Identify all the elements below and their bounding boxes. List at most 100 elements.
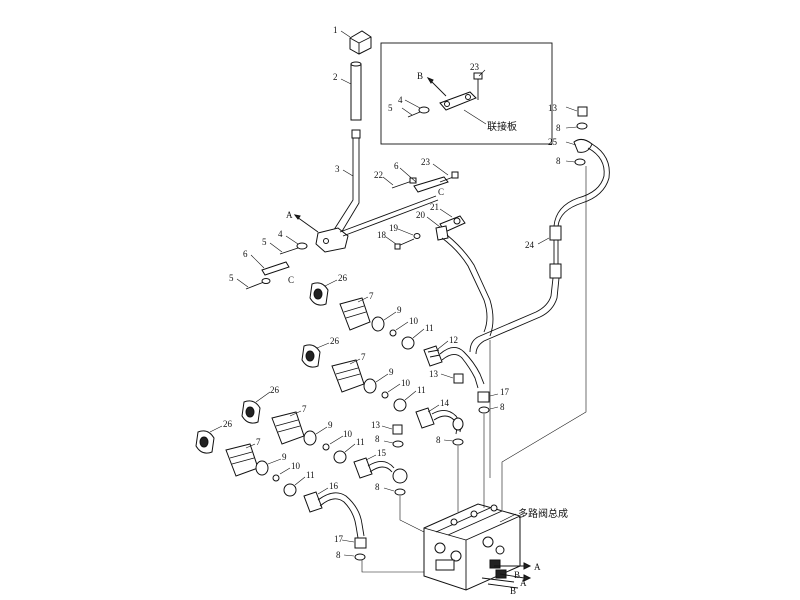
- callout-23: 23: [421, 157, 431, 167]
- fitting-15: [353, 457, 373, 479]
- inset-box: 23 B 4 5 联接板: [380, 42, 553, 145]
- callout-14: 14: [440, 398, 450, 408]
- callout-5: 5: [262, 237, 267, 247]
- nut-11-row4: [283, 483, 297, 497]
- pilot-row-3: 26 7 9 10 11 15: [241, 385, 387, 479]
- callout-inset-23: 23: [470, 62, 480, 72]
- valve-port-A1: A: [534, 562, 541, 572]
- inset-washer: [418, 106, 430, 114]
- washer-8-mid: [574, 158, 586, 166]
- callout-2: 2: [333, 72, 338, 82]
- callout-inset-B: B: [417, 71, 423, 81]
- oring-10-row1: [389, 329, 397, 337]
- link-plate-bottom: [261, 261, 290, 276]
- fitting-16: [303, 491, 323, 513]
- callout-9-row3: 9: [328, 420, 333, 430]
- callout-17-lower: 17: [334, 534, 344, 544]
- callout-6: 6: [243, 249, 248, 259]
- lever-bracket: [315, 227, 349, 253]
- callout-7-row1: 7: [369, 291, 374, 301]
- pipe-12: [439, 347, 485, 385]
- washer-8-center: [452, 438, 464, 446]
- callout-10-row3: 10: [343, 429, 353, 439]
- left-bolt-column: 13 8 8: [371, 420, 408, 496]
- callout-13-top: 13: [548, 103, 558, 113]
- lever-rod-left: [329, 132, 354, 237]
- pilot-row-2: 26 7 9 10 11 14: [301, 336, 450, 429]
- handle-tube: [350, 63, 362, 121]
- callout-8-top: 8: [556, 123, 561, 133]
- right-fitting-17: 17 8: [477, 387, 510, 414]
- callout-9-row1: 9: [397, 305, 402, 315]
- link-plate-top: [413, 176, 449, 193]
- nut-9-row3: [303, 430, 317, 446]
- nut-11-row1: [401, 336, 415, 350]
- spool-7-row2: [331, 359, 365, 393]
- callout-8-bottom: 8: [336, 550, 341, 560]
- oring-10-row4: [272, 474, 280, 482]
- pipe-20: [441, 237, 488, 333]
- callout-inset-4: 4: [398, 95, 403, 105]
- nut-9-row2: [363, 378, 377, 394]
- callout-10-row2: 10: [401, 378, 411, 388]
- routing-lines: [361, 166, 587, 573]
- callout-22: 22: [374, 170, 383, 180]
- callout-inset-5: 5: [388, 103, 393, 113]
- callout-8-center-upper: 8: [436, 435, 441, 445]
- nut-11-row2: [393, 398, 407, 412]
- banjo-15: [392, 468, 408, 484]
- banjo-25: [573, 138, 593, 153]
- callout-19: 19: [389, 223, 399, 233]
- inset-frame: [380, 42, 553, 145]
- fitting-17-upper: [477, 391, 490, 403]
- nut-11-row3: [333, 450, 347, 464]
- callout-11-row1: 11: [425, 323, 434, 333]
- fitting-24-upper: [549, 225, 562, 241]
- multi-way-valve-assembly: 多路阀总成 B A B A: [423, 503, 568, 596]
- valve-port-B2: B: [510, 586, 516, 596]
- callout-7-row3: 7: [302, 404, 307, 414]
- pipe-16: [317, 492, 365, 537]
- callout-5-lower: 5: [229, 273, 234, 283]
- callout-26-row2: 26: [330, 336, 340, 346]
- connecting-plate-part: [439, 91, 477, 111]
- callout-8-mid: 8: [556, 156, 561, 166]
- bolt-13-center: [453, 373, 464, 384]
- spool-7-row3: [271, 411, 305, 445]
- callout-21: 21: [430, 202, 439, 212]
- callout-4: 4: [278, 229, 283, 239]
- callout-C-upper: C: [438, 187, 444, 197]
- valve-assembly-label: 多路阀总成: [518, 507, 568, 520]
- callout-26-row3: 26: [270, 385, 280, 395]
- callout-8-left: 8: [375, 434, 380, 444]
- callout-15: 15: [377, 448, 387, 458]
- callout-11-row4: 11: [306, 470, 315, 480]
- pilot-row-4: 26 7 9 10 11 16: [195, 419, 339, 513]
- washer-8-left: [392, 440, 404, 448]
- fitting-17-lower: [354, 537, 367, 549]
- callout-20: 20: [416, 210, 426, 220]
- banjo-14: [452, 417, 464, 431]
- washer-8-right: [478, 406, 490, 414]
- connecting-plate-label: 联接板: [487, 120, 517, 133]
- callout-13-center: 13: [429, 369, 439, 379]
- fitting-14: [415, 407, 435, 429]
- callout-A: A: [286, 210, 293, 220]
- callout-10-row4: 10: [291, 461, 301, 471]
- nut-9-row4: [255, 460, 269, 476]
- oring-10-row2: [381, 391, 389, 399]
- valve-port-B1: B: [514, 570, 520, 580]
- nut-9-row1: [371, 316, 385, 332]
- valve-port-A2: A: [520, 578, 527, 588]
- upper-right-pipe-group: 13 8 25 8 24: [469, 103, 610, 355]
- callout-10-row1: 10: [409, 316, 419, 326]
- lower-left-fitting-17: 17 8: [334, 534, 367, 561]
- washer-8-lower: [394, 488, 406, 496]
- callout-7-row4: 7: [256, 437, 261, 447]
- callout-9-row2: 9: [389, 367, 394, 377]
- callout-8-right: 8: [500, 402, 505, 412]
- callout-11-row2: 11: [417, 385, 426, 395]
- pipe-15: [367, 461, 395, 469]
- oring-10-row3: [322, 443, 330, 451]
- fitting-20: [435, 225, 449, 241]
